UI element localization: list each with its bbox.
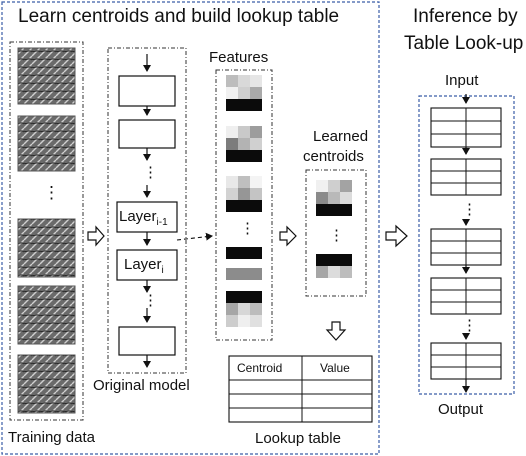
model-layer-box-last (118, 326, 176, 356)
hollow-arrow-to-inference (385, 224, 408, 248)
inference-input-label: Input (445, 72, 479, 89)
feature-block-1 (226, 75, 262, 111)
training-image-1 (17, 47, 76, 105)
inference-table-2 (430, 158, 502, 196)
layer-i-minus-1-box (116, 201, 178, 233)
centroids-label-line2: centroids (303, 148, 364, 165)
training-dots: ⋮ (43, 183, 60, 202)
inference-title-line2: Table Look-up (404, 33, 524, 54)
layer-i-box (116, 249, 178, 281)
training-image-5 (17, 354, 76, 414)
model-layer-box-2 (118, 119, 176, 149)
training-data-label: Training data (8, 429, 95, 446)
hollow-arrow-training-to-model (87, 225, 105, 247)
dashed-arrow-layer-to-features (176, 232, 213, 241)
training-image-4 (17, 285, 76, 345)
features-group (215, 69, 273, 341)
training-image-2 (17, 115, 76, 172)
learning-panel (1, 1, 380, 455)
model-dots-2: ⋮ (143, 292, 158, 309)
feature-block-2 (226, 126, 262, 162)
layer-i-label: Layeri (124, 256, 164, 276)
centroids-label-line1: Learned (313, 128, 369, 145)
training-data-group (9, 41, 84, 421)
model-dots-1: ⋮ (143, 164, 158, 181)
features-dots: ⋮ (240, 220, 255, 237)
centroids-dots: ⋮ (329, 227, 344, 244)
inference-title-line1: Inference by (413, 6, 518, 27)
feature-block-4-mid (226, 268, 262, 280)
centroid-block-2-dark (316, 254, 352, 266)
feature-block-5-dark (226, 291, 262, 303)
centroid-block-2-grid (316, 266, 352, 278)
inference-table-5 (430, 342, 502, 380)
feature-block-4-dark (226, 247, 262, 259)
lookup-header-centroid: Centroid (237, 361, 283, 375)
model-layer-box-1 (118, 75, 176, 107)
learning-panel-title: Learn centroids and build lookup table (18, 6, 340, 27)
features-label: Features (209, 49, 269, 66)
inference-dots-2: ⋮ (462, 317, 477, 334)
original-model-label: Original model (93, 377, 190, 394)
lookup-table (228, 355, 373, 423)
inference-table-4 (430, 277, 502, 315)
lookup-header-value: Value (320, 361, 350, 375)
feature-block-3 (226, 176, 262, 212)
inference-output-label: Output (438, 401, 484, 418)
feature-block-5-grid (226, 303, 262, 327)
training-image-3 (17, 218, 76, 278)
inference-dots-1: ⋮ (462, 201, 477, 218)
layer-i-subscript: i (161, 265, 164, 276)
lookup-table-label: Lookup table (255, 430, 341, 447)
layer-i-minus-1-label: Layeri-1 (119, 208, 168, 228)
layer-i-minus-1-text: Layer (119, 208, 157, 225)
centroids-group (305, 169, 367, 297)
original-model-group (107, 47, 187, 374)
layer-i-minus-1-subscript: i-1 (156, 217, 168, 228)
inference-table-1 (430, 107, 502, 148)
hollow-arrow-features-to-centroids (279, 225, 297, 247)
hollow-arrow-centroids-to-table (325, 321, 347, 341)
layer-i-text: Layer (124, 256, 162, 273)
inference-table-3 (430, 228, 502, 266)
centroid-block-1 (316, 180, 352, 216)
